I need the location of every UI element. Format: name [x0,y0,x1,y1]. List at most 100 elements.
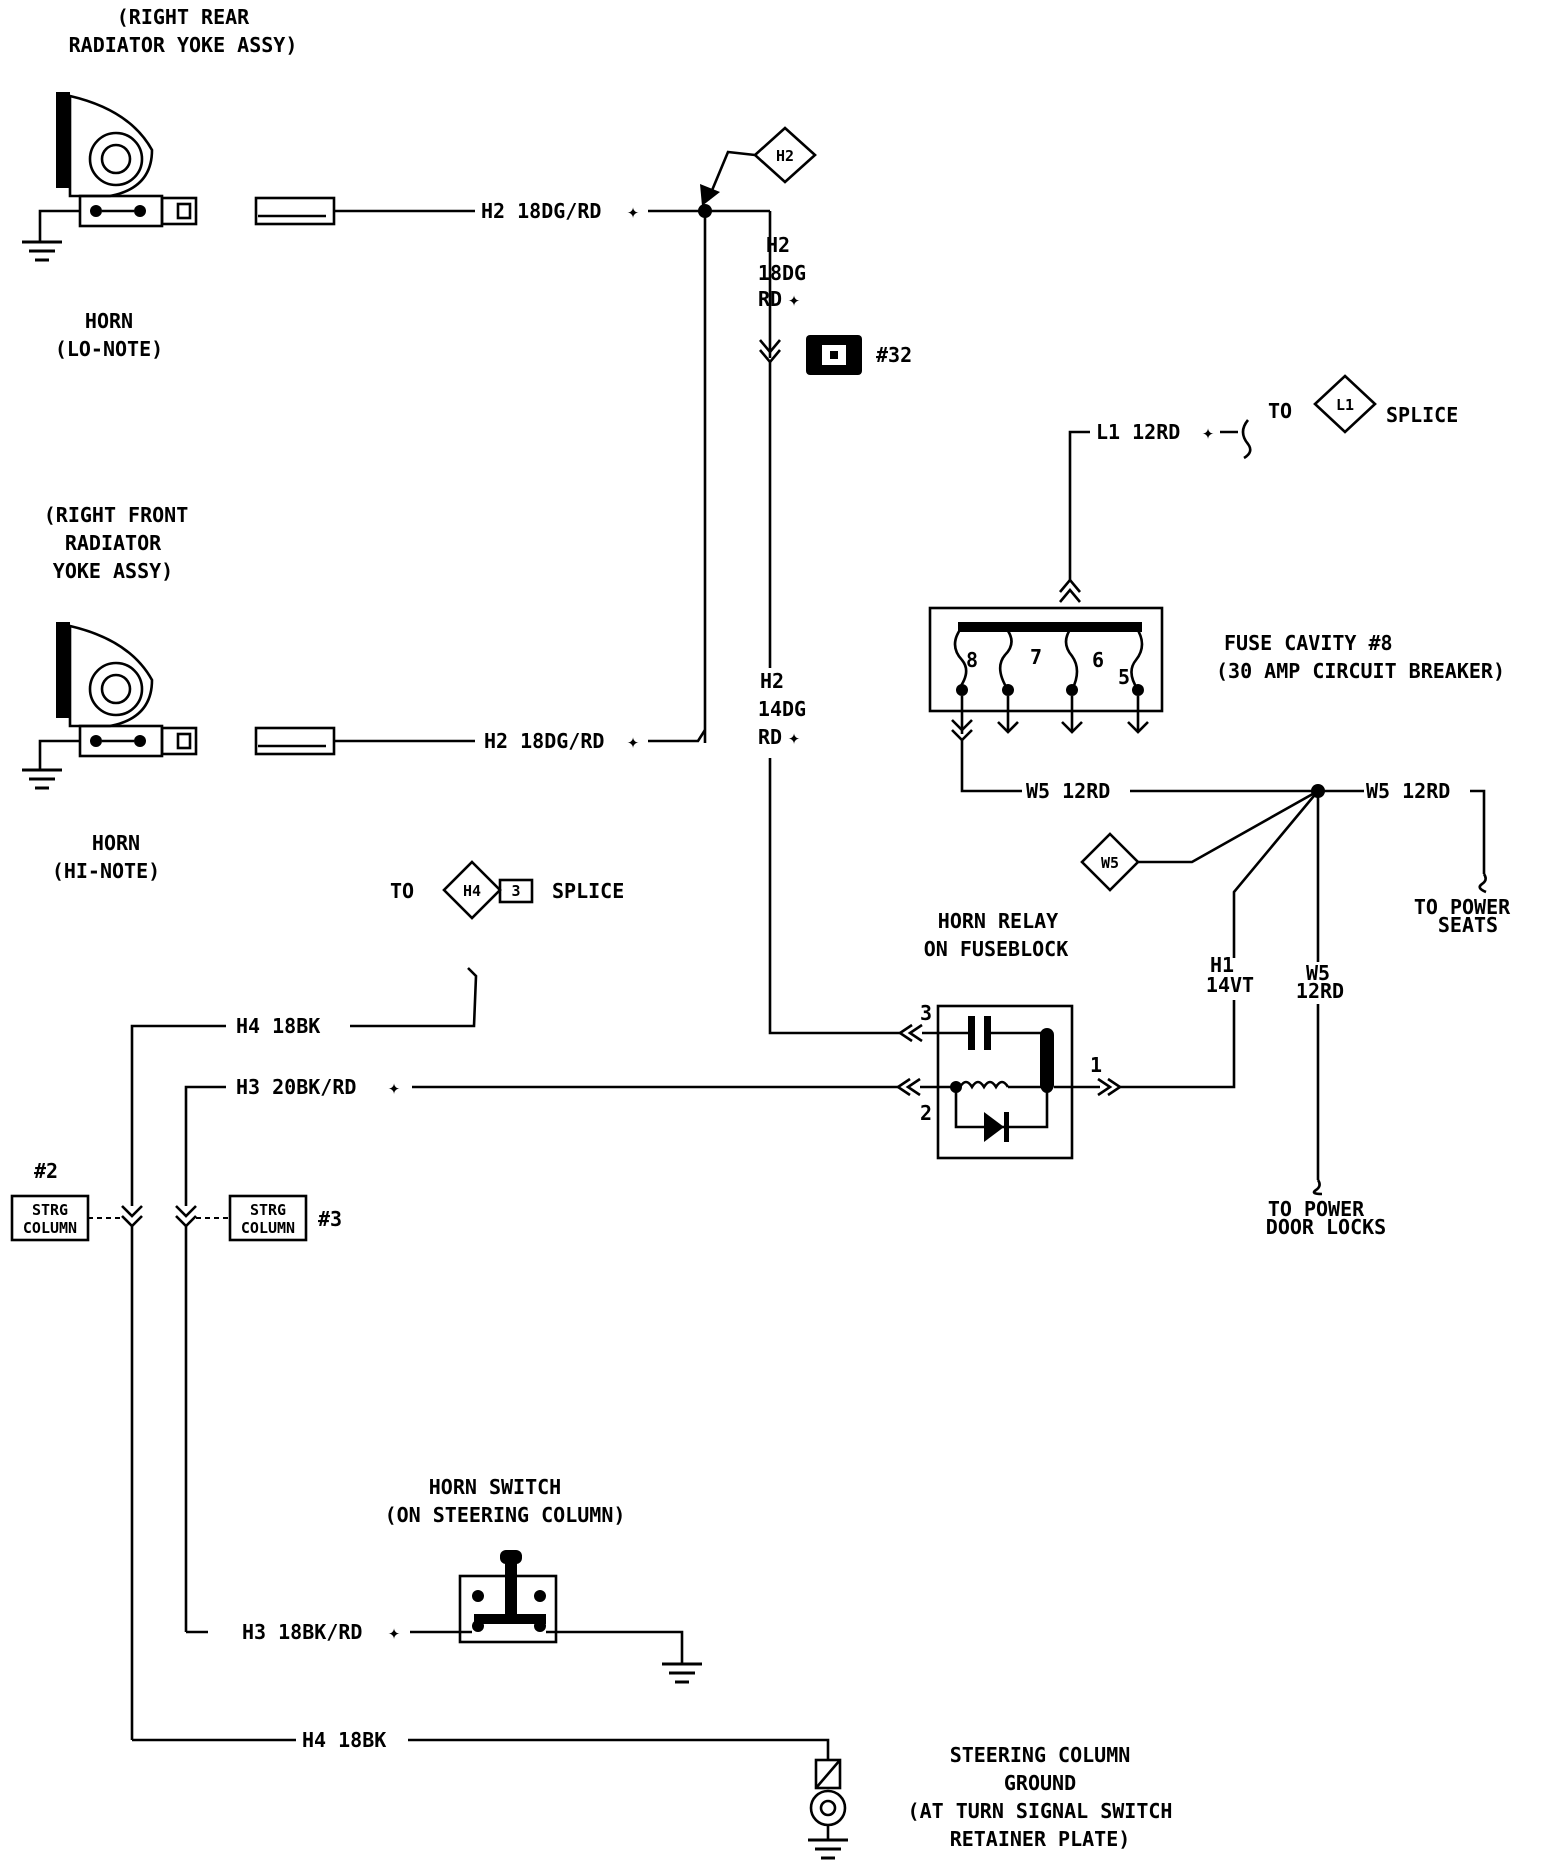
connector-chevron-icon [121,1205,143,1218]
steering-ground-2: GROUND [1004,1771,1076,1795]
steering-ground-1: STEERING COLUMN [950,1743,1131,1767]
relay-pin1: 1 [1090,1053,1102,1077]
twisted-marker-icon: ✦ [627,729,639,753]
fuse-pin-6: 6 [1092,648,1104,672]
horn-hi-name-1: HORN [92,831,140,855]
splice-h2-label: H2 [776,147,794,165]
horn-hi-location-1: (RIGHT FRONT [44,503,189,527]
horn-hi-wire-label: H2 18DG/RD [484,729,604,753]
horn-lo-name-1: HORN [85,309,133,333]
h2-vert-1: H2 [766,233,790,257]
horn-hi-connector [254,726,336,756]
fuse-cavity-8: 8 7 6 5 FUSE CAVITY #8 (30 AMP CIRCUIT B… [928,606,1505,742]
strg-left-label-2: COLUMN [23,1219,77,1237]
horn-lo-name-2: (LO-NOTE) [55,337,163,361]
h4-top-label: H4 18BK [236,1014,320,1038]
horn-relay-box [936,1004,1074,1160]
strg-right-num: #3 [318,1207,342,1231]
strg-column-3: STRG COLUMN #3 [196,1194,342,1242]
h4-splice: TO H4 3 SPLICE [390,860,624,920]
steering-ground-4: RETAINER PLATE) [950,1827,1131,1851]
fuse-cavity-title: FUSE CAVITY #8 [1224,631,1393,655]
splice-l1-label: L1 [1336,396,1354,414]
twisted-marker-icon: ✦ [627,199,639,223]
splice-h2-diamond [753,126,817,184]
l1-wire-label: L1 12RD [1096,420,1180,444]
fuse-cavity-subtitle: (30 AMP CIRCUIT BREAKER) [1216,659,1505,683]
twisted-marker-icon: ✦ [388,1075,400,1099]
horn-switch-title-1: HORN SWITCH [429,1475,561,1499]
l1-splice: SPLICE [1386,403,1458,427]
twisted-marker-icon: ✦ [388,1620,400,1644]
strg-left-label-1: STRG [32,1201,68,1219]
h4-h3-runs: H4 18BK H3 20BK/RD ✦ [121,967,900,1740]
connector-chevron-icon [759,339,781,355]
w5-right-label: W5 12RD [1366,779,1450,803]
h4-splice-word: SPLICE [552,879,624,903]
h2-vert-6: RD [758,725,782,749]
horn-lo-note: (RIGHT REAR RADIATOR YOKE ASSY) H2 18DG/… [20,5,705,361]
connector-chevron-icon [175,1205,197,1218]
horn-hi-location-2: RADIATOR [65,531,162,555]
relay-coil-icon [958,1080,1010,1090]
horn-hi-note: (RIGHT FRONT RADIATOR YOKE ASSY) H2 18DG… [20,503,707,883]
w5-down-2: 12RD [1296,979,1344,1003]
horn-hi-symbol [20,622,198,790]
fuse-pin-8: 8 [966,648,978,672]
h3-top-label: H3 20BK/RD [236,1075,356,1099]
strg-right-label-1: STRG [250,1201,286,1219]
w5-left-label: W5 12RD [1026,779,1110,803]
splice-l1-diamond [1313,374,1377,434]
h2-vert-2: 18DG [758,261,806,285]
w5-circuit: W5 12RD W5 12RD TO POWER SEATS W5 W5 12R… [960,740,1511,1239]
horn-lo-wire-label: H2 18DG/RD [481,199,601,223]
splice-arrow-icon [700,184,720,206]
horn-switch-title-2: (ON STEERING COLUMN) [385,1503,626,1527]
strg-left-num: #2 [34,1159,58,1183]
fuse-cavity-box [928,606,1164,713]
steering-column-ground: H4 18BK STEERING COLUMN GROUND (AT TURN … [132,1728,1173,1860]
ground-eyelet-icon [809,1789,847,1827]
l1-circuit: L1 12RD ✦ TO L1 SPLICE [1059,374,1458,603]
horn-relay: HORN RELAY ON FUSEBLOCK 3 2 1 [895,909,1123,1160]
wire-break-icon [1241,419,1252,460]
h1-wire: H1 14VT [1120,953,1254,1089]
fuse-pin-7: 7 [1030,645,1042,669]
strg-column-2: #2 STRG COLUMN [10,1159,122,1242]
h1-label-1: H1 [1210,953,1234,977]
horn-relay-title-2: ON FUSEBLOCK [924,937,1069,961]
wire-break-icon [1478,873,1487,894]
steering-ground-3: (AT TURN SIGNAL SWITCH [908,1799,1173,1823]
horn-lo-location-2: RADIATOR YOKE ASSY) [69,33,298,57]
horn-lo-location-1: (RIGHT REAR [117,5,250,29]
w5-down-1: W5 [1306,961,1330,985]
connector-chevron-icon [1059,577,1081,593]
relay-switch-contact [1040,1028,1054,1092]
horn-lo-connector [254,196,336,226]
twisted-marker-icon: ✦ [788,725,800,749]
horn-relay-title-1: HORN RELAY [938,909,1058,933]
horn-hi-name-2: (HI-NOTE) [52,859,160,883]
h4-to: TO [390,879,414,903]
diode-icon [984,1112,1004,1142]
power-seats-1: TO POWER [1414,895,1511,919]
horn-lo-symbol [20,92,198,262]
h1-label-2: 14VT [1206,973,1254,997]
h2-splice: H2 H2 18DG RD ✦ #32 H2 14DG RD ✦ [698,126,912,1035]
splice-h4-label: H4 [463,882,481,900]
connector-32-label: #32 [876,343,912,367]
horn-hi-location-3: YOKE ASSY) [53,559,173,583]
splice-h4-diamond [442,860,502,920]
horn-switch-wire-label: H3 18BK/RD [242,1620,362,1644]
relay-pin2: 2 [920,1101,932,1125]
relay-pin3: 3 [920,1001,932,1025]
h2-vert-4: H2 [760,669,784,693]
l1-to: TO [1268,399,1292,423]
h2-vert-5: 14DG [758,697,806,721]
fuse-pin-5: 5 [1118,665,1130,689]
power-seats-2: SEATS [1438,913,1498,937]
wire-break-icon [1312,1179,1323,1196]
strg-right-label-2: COLUMN [241,1219,295,1237]
door-locks-1: TO POWER [1268,1197,1365,1221]
